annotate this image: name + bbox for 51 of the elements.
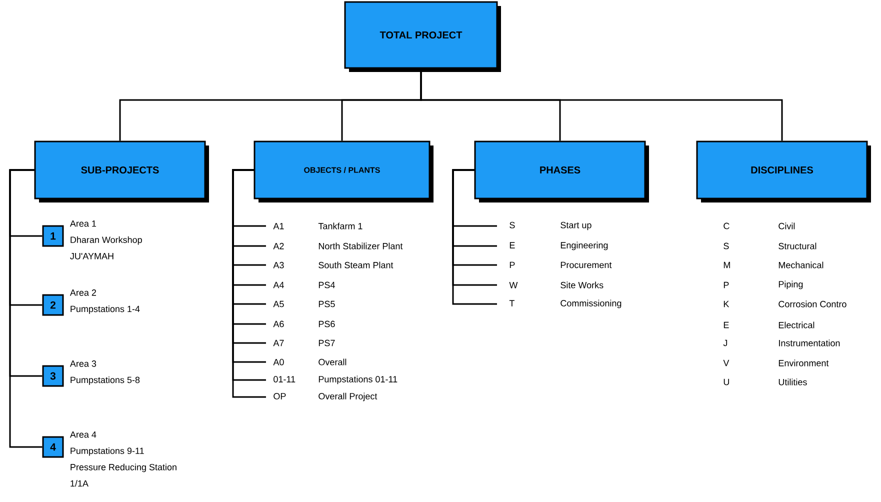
category-box: TOTAL PROJECT <box>344 1 501 72</box>
discipline-code: C <box>724 222 730 230</box>
discipline-name: Corrosion Contro <box>778 300 846 308</box>
discipline-name: Civil <box>778 222 795 230</box>
discipline-name: Electrical <box>778 322 814 328</box>
discipline-name: Piping <box>778 280 803 290</box>
discipline-code: M <box>724 262 730 268</box>
number-box: 4 <box>42 436 64 458</box>
category-box: OBJECTS / PLANTS <box>254 140 434 202</box>
discipline-code: E <box>724 322 729 328</box>
node-label: Pressure Reducing Station <box>70 464 176 472</box>
list-item: A1 Tankfarm 1 <box>273 222 362 230</box>
discipline-code: P <box>724 282 729 288</box>
discipline-name: Structural <box>778 242 816 250</box>
area-description: Area 2 Pumpstations 1-4 <box>70 289 140 314</box>
list-item: A5 PS5 <box>273 300 335 308</box>
discipline-code: S <box>724 242 729 250</box>
category-box: DISCIPLINES <box>696 140 871 202</box>
node-label: Pumpstations 9-11 <box>70 447 144 456</box>
node-label: Area 4 <box>70 431 96 438</box>
list-item: A0 Overall <box>273 358 346 366</box>
number-box: 3 <box>42 365 64 387</box>
discipline-code: V <box>723 360 730 366</box>
list-item: T Commissioning <box>509 300 622 308</box>
discipline-code: J <box>723 340 728 346</box>
connector-line <box>9 169 42 448</box>
discipline-name: Environment <box>778 360 829 366</box>
discipline-name: Instrumentation <box>779 340 840 346</box>
node-label: 1/1A <box>70 480 88 487</box>
area-description: Area 4 Pumpstations 9-11 Pressure Reducing Station 1/1A <box>70 431 176 487</box>
discipline-name: Mechanical <box>778 262 824 268</box>
list-item: 01-11 Pumpstations 01-11 <box>274 376 398 384</box>
category-box: SUB-PROJECTS <box>34 140 209 202</box>
discipline-code: U <box>724 378 729 386</box>
number-box: 1 <box>42 225 64 247</box>
category-box: PHASES <box>474 140 649 202</box>
list-item: A7 PS7 <box>273 340 335 346</box>
list-item: E Engineering <box>510 242 608 250</box>
area-description: Area 1 Dharan Workshop JU'AYMAH <box>70 220 142 260</box>
list-item: A2 North Stabilizer Plant <box>273 242 403 250</box>
list-item: A3 South Steam Plant <box>273 262 394 268</box>
area-description: Area 3 Pumpstations 5-8 <box>70 360 140 385</box>
list-item: A4 PS4 <box>273 282 335 288</box>
number-box: 2 <box>42 294 64 316</box>
discipline-code: K <box>724 300 730 308</box>
discipline-name: Utilities <box>778 378 807 386</box>
list-item: W Site Works <box>509 282 604 288</box>
list-item: S Start up <box>510 222 592 230</box>
list-item: A6 PS6 <box>273 320 335 328</box>
list-item: OP Overall Project <box>274 392 378 402</box>
list-item: P Procurement <box>510 262 612 268</box>
